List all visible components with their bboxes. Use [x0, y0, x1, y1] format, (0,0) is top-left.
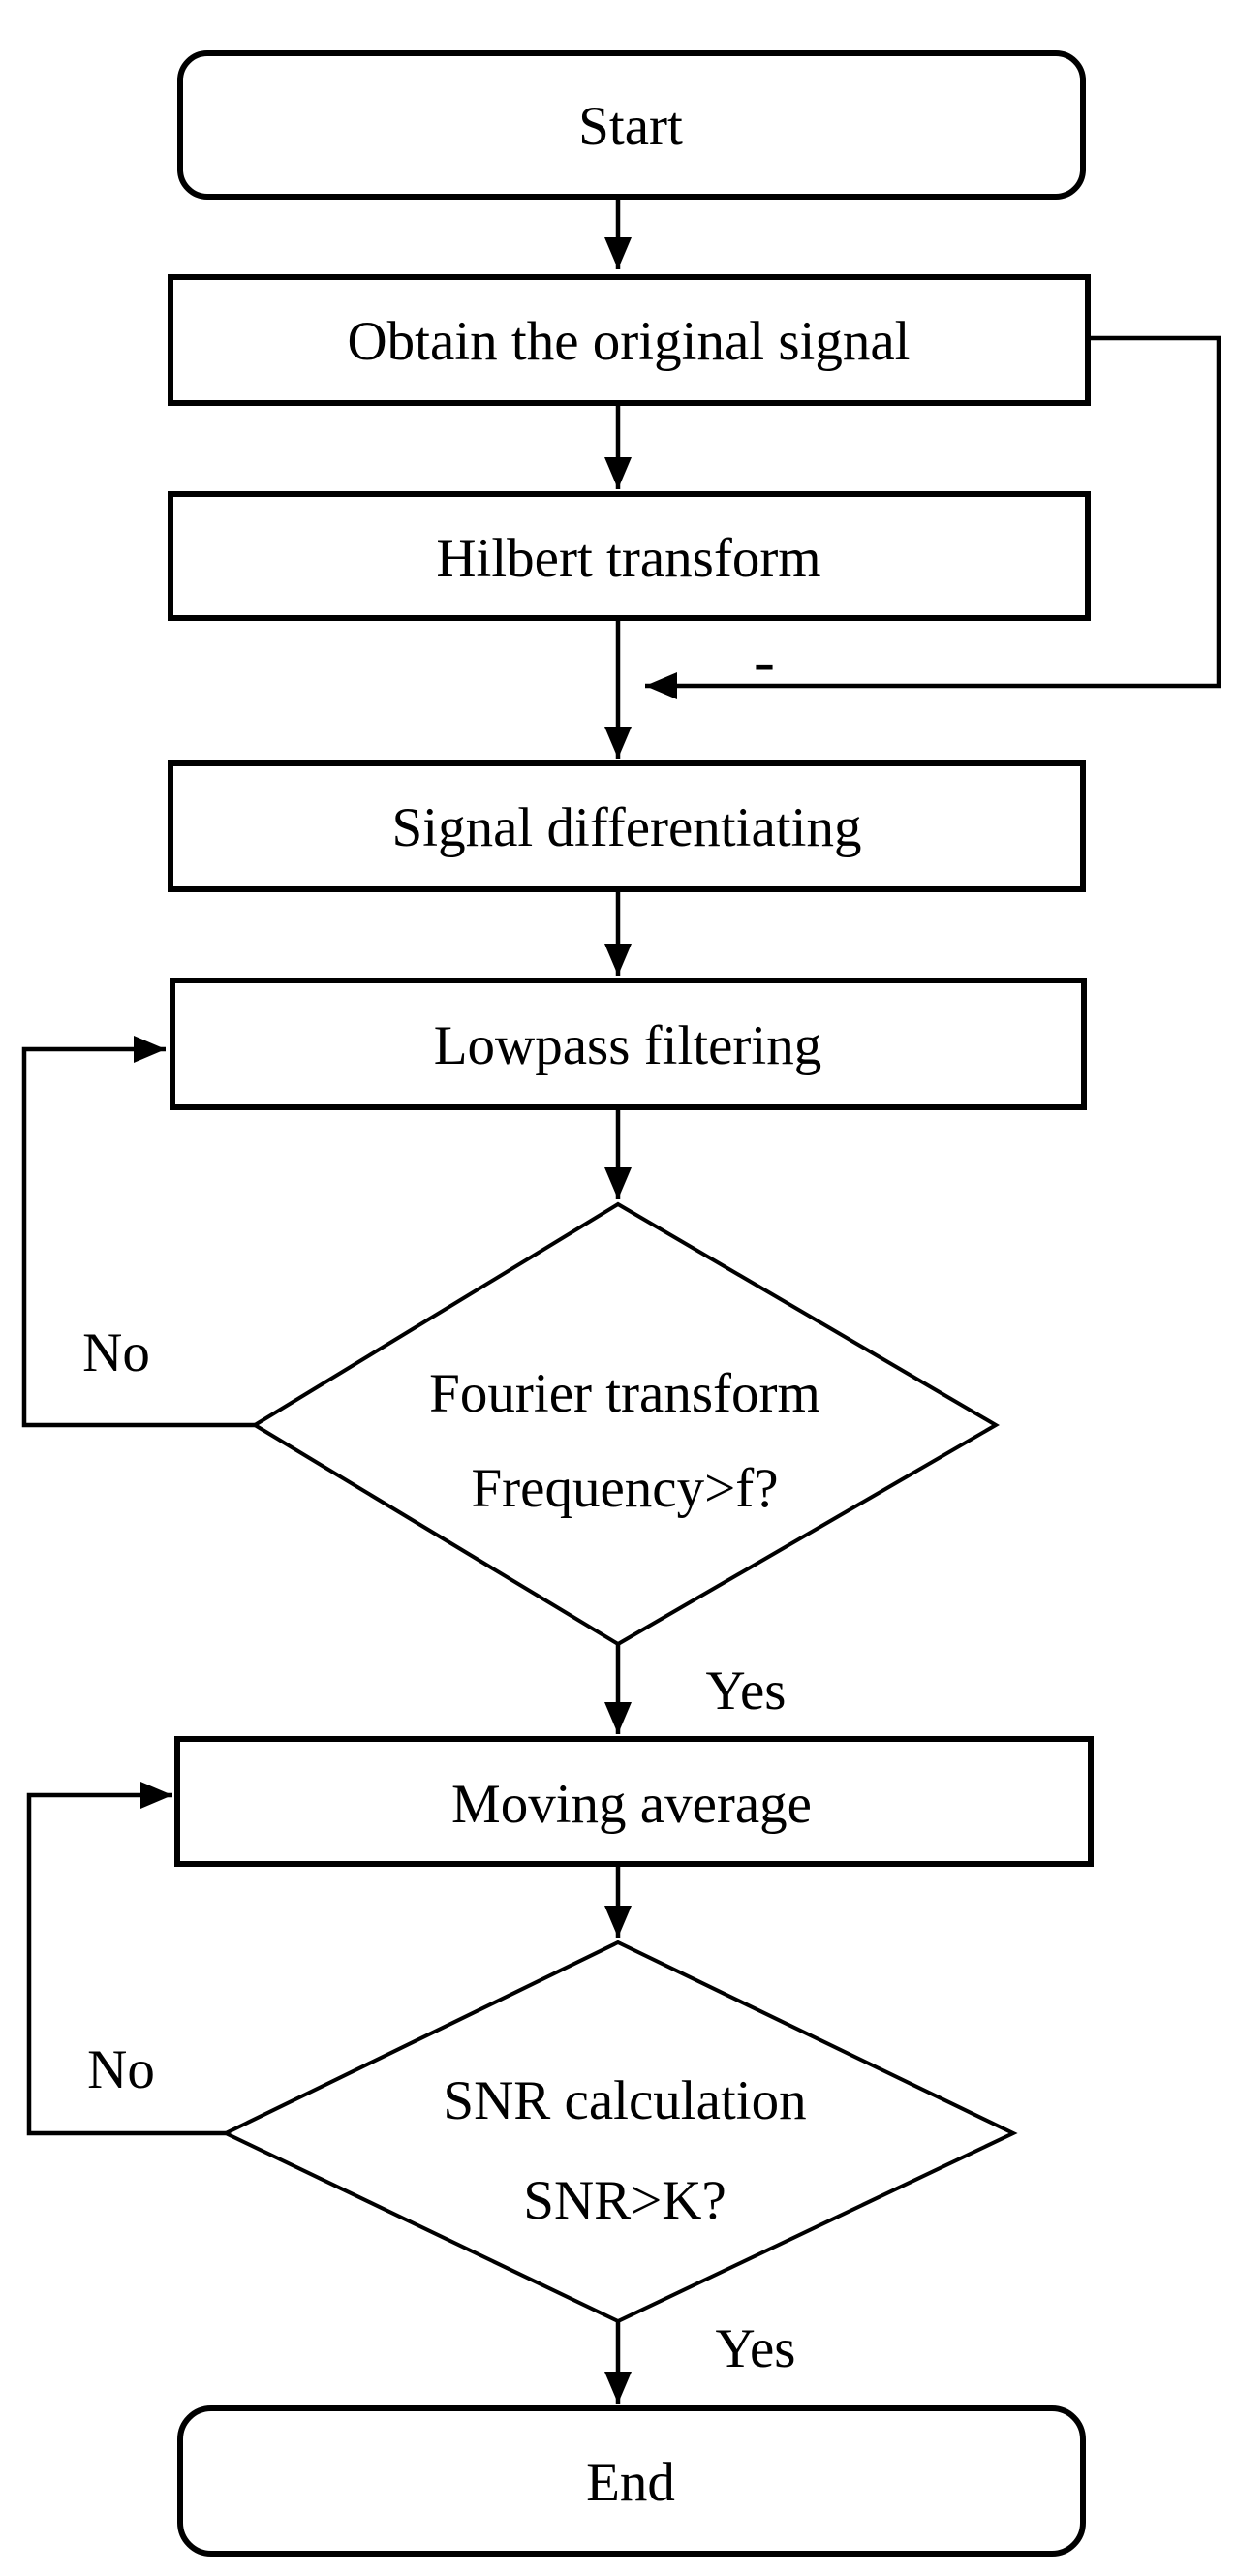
- snr-decision-line2: SNR>K?: [523, 2170, 726, 2231]
- fourier-decision-line1: Fourier transform: [429, 1363, 820, 1424]
- moving-average-label: Moving average: [451, 1774, 812, 1835]
- node-lowpass-filtering: Lowpass filtering: [170, 978, 1087, 1110]
- end-terminator-shape: [177, 2405, 1086, 2557]
- snr-decision-diamond-shape: [221, 1940, 1018, 2324]
- lowpass-filtering-label: Lowpass filtering: [434, 1015, 822, 1076]
- moving-average-process-shape: [174, 1736, 1094, 1867]
- fourier-no-label: No: [82, 1322, 150, 1383]
- node-start: Start: [177, 50, 1086, 200]
- snr-decision-line1: SNR calculation: [443, 2070, 806, 2131]
- node-fourier-decision: Fourier transform Frequency>f?: [251, 1201, 1000, 1647]
- hilbert-transform-label: Hilbert transform: [436, 528, 820, 589]
- snr-no-label: No: [87, 2039, 155, 2100]
- node-signal-differentiating: Signal differentiating: [168, 760, 1086, 892]
- node-end: End: [177, 2405, 1086, 2557]
- hilbert-transform-process-shape: [168, 491, 1091, 621]
- edges: [21, 199, 1221, 2404]
- lowpass-filtering-process-shape: [170, 978, 1087, 1110]
- obtain-signal-label: Obtain the original signal: [348, 311, 911, 372]
- signal-differentiating-label: Signal differentiating: [392, 797, 862, 858]
- snr-yes-label: Yes: [716, 2318, 796, 2379]
- start-terminator-shape: [177, 50, 1086, 200]
- edge-fourier-no-loop: [21, 1036, 255, 1428]
- edge-obtain-feedback-to-junction: [645, 335, 1221, 699]
- obtain-signal-process-shape: [168, 274, 1091, 406]
- signal-differentiating-process-shape: [168, 760, 1086, 892]
- fourier-decision-line2: Frequency>f?: [471, 1458, 778, 1519]
- end-label: End: [586, 2452, 675, 2513]
- node-snr-decision: SNR calculation SNR>K?: [221, 1940, 1018, 2324]
- edge-snr-no-loop: [26, 1782, 226, 2136]
- node-obtain-signal: Obtain the original signal: [168, 274, 1091, 406]
- start-label: Start: [578, 96, 683, 157]
- subtract-sign-label: -: [754, 626, 775, 697]
- fourier-yes-label: Yes: [706, 1660, 787, 1722]
- node-hilbert-transform: Hilbert transform: [168, 491, 1091, 621]
- node-moving-average: Moving average: [174, 1736, 1094, 1867]
- fourier-decision-diamond-shape: [251, 1201, 1000, 1647]
